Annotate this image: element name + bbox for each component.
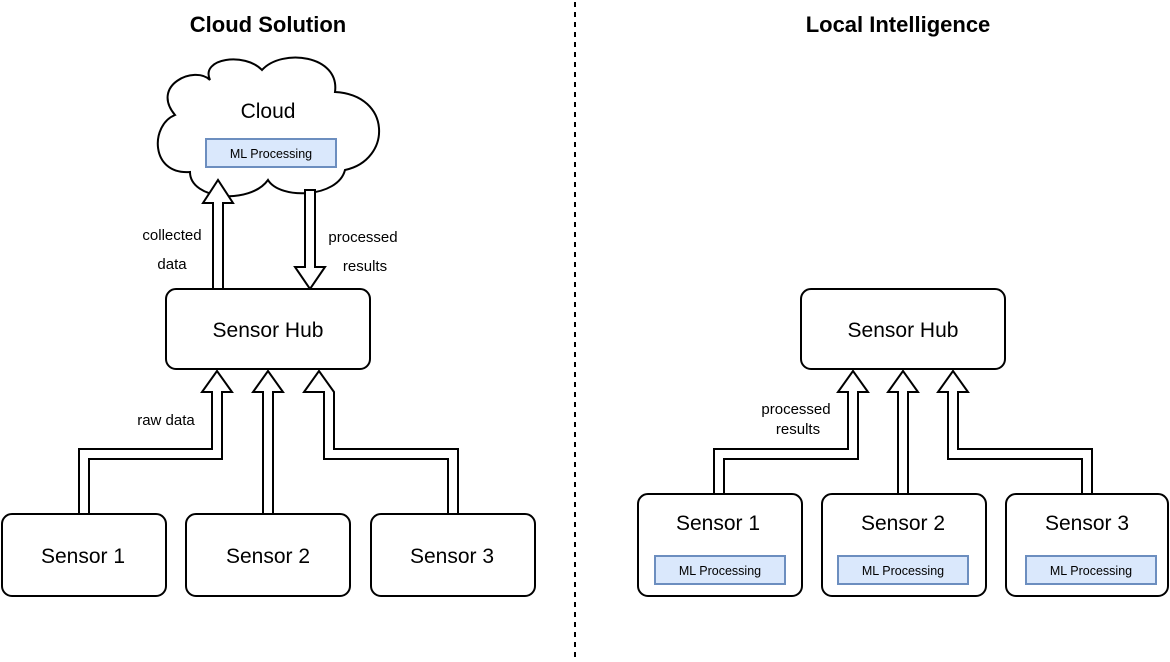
- right-sensor1-ml-label: ML Processing: [679, 564, 761, 578]
- processed-results-label-line1: processed: [328, 229, 397, 246]
- collected-data-label-line2: data: [157, 256, 187, 273]
- right-sensor1-arrow: [713, 369, 870, 495]
- cloud-shape: [156, 56, 380, 198]
- right-sensor3-arrow: [936, 369, 1093, 495]
- collected-data-arrow: [201, 178, 235, 290]
- right-sensor2-ml-box: [837, 555, 969, 585]
- right-sensor3-ml-label: ML Processing: [1050, 564, 1132, 578]
- right-sensor1-ml-box: [654, 555, 786, 585]
- right-sensor-hub-box: [800, 288, 1006, 370]
- cloud-ml-processing-box: [205, 138, 337, 168]
- left-sensor3-arrow: [302, 369, 459, 515]
- left-sensor1-label: Sensor 1: [41, 545, 125, 568]
- right-sensor3-ml-box: [1025, 555, 1157, 585]
- left-sensor-hub-label: Sensor Hub: [213, 319, 324, 342]
- right-sensor1-label: Sensor 1: [676, 512, 760, 535]
- right-sensor2-arrow: [886, 369, 920, 495]
- left-sensor2-arrow: [251, 369, 285, 515]
- left-sensor1-arrow: [78, 369, 234, 515]
- processed-results-arrow: [293, 189, 327, 291]
- local-intelligence-title: Local Intelligence: [806, 12, 991, 37]
- cloud-solution-title: Cloud Solution: [190, 12, 346, 37]
- cloud-label: Cloud: [241, 100, 296, 123]
- processed-results-label-line2: results: [343, 258, 387, 275]
- right-processed-results-label-line1: processed: [761, 401, 830, 418]
- right-sensor2-ml-label: ML Processing: [862, 564, 944, 578]
- collected-data-label-line1: collected: [142, 227, 201, 244]
- right-sensor2-label: Sensor 2: [861, 512, 945, 535]
- left-sensor1-box: [1, 513, 167, 597]
- left-sensor3-box: [370, 513, 536, 597]
- raw-data-label: raw data: [137, 412, 195, 429]
- right-sensor3-label: Sensor 3: [1045, 512, 1129, 535]
- left-sensor3-label: Sensor 3: [410, 545, 494, 568]
- right-sensor-hub-label: Sensor Hub: [848, 319, 959, 342]
- right-processed-results-label-line2: results: [776, 421, 820, 438]
- cloud-ml-processing-label: ML Processing: [230, 147, 312, 161]
- left-sensor-hub-box: [165, 288, 371, 370]
- left-sensor2-label: Sensor 2: [226, 545, 310, 568]
- left-sensor2-box: [185, 513, 351, 597]
